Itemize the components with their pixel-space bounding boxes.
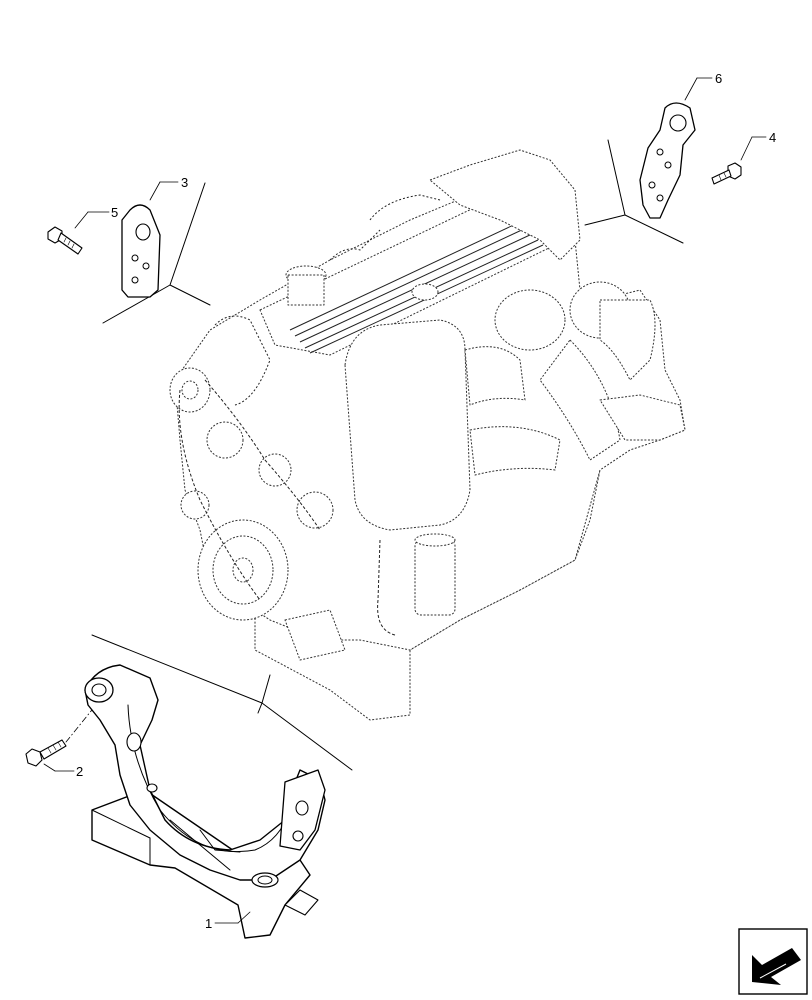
callout-label-6: 6	[715, 71, 722, 86]
engine-phantom	[169, 149, 686, 721]
callout-label-2: 2	[76, 764, 83, 779]
lifting-eye-rear	[639, 102, 696, 219]
callout-label-3: 3	[181, 175, 188, 190]
bolt-4	[711, 162, 742, 185]
callout-label-4: 4	[769, 130, 776, 145]
callout-3: 3	[149, 175, 188, 201]
callout-5: 5	[74, 205, 118, 229]
callout-6: 6	[684, 71, 722, 101]
callout-4: 4	[740, 130, 776, 161]
engine-support-bracket	[84, 664, 326, 939]
callout-2: 2	[43, 763, 83, 779]
direction-arrow-icon[interactable]	[738, 928, 808, 995]
group-leaders	[91, 139, 684, 771]
bolt-5	[47, 226, 83, 255]
callout-label-1: 1	[205, 916, 212, 931]
bolt-2	[25, 699, 101, 767]
callout-1: 1	[205, 911, 251, 931]
callout-label-5: 5	[111, 205, 118, 220]
lifting-eye-front	[121, 204, 161, 298]
